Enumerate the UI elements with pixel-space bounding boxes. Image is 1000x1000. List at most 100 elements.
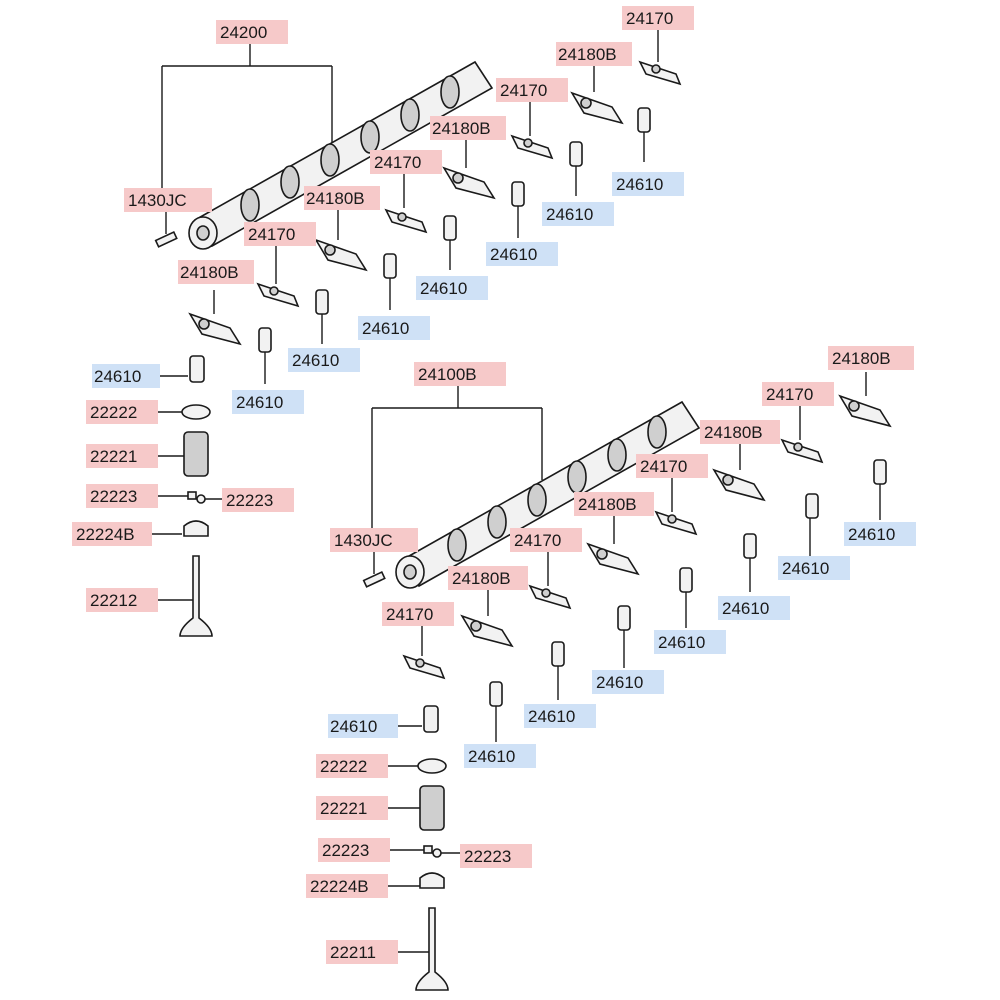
callout-rocker-arm-b: 24180B (828, 346, 914, 370)
callout-rocker-arm: 24170 (622, 6, 694, 30)
label-text: 22222 (90, 403, 137, 422)
label-text: 24610 (546, 205, 593, 224)
label-text: 24610 (490, 245, 537, 264)
label-text: 24610 (94, 367, 141, 386)
label-text: 24610 (330, 717, 377, 736)
callout-cotter: 22223 (460, 844, 532, 868)
label-text: 24610 (420, 279, 467, 298)
callout-lash-adjuster: 24610 (524, 704, 596, 728)
label-text: 24610 (782, 559, 829, 578)
valve-train-bottom (415, 758, 449, 991)
callout-camshaft-bottom: 24100B (414, 362, 506, 386)
label-text: 24610 (596, 673, 643, 692)
callout-rocker-arm: 24170 (636, 454, 708, 478)
callout-rocker-arm-b: 24180B (448, 566, 528, 590)
label-text: 1430JC (334, 531, 393, 550)
lash-adjusters-top (189, 107, 651, 383)
label-text: 24180B (578, 495, 637, 514)
callout-lash-adjuster: 24610 (92, 364, 160, 388)
label-text: 24170 (626, 9, 673, 28)
label-text: 22224B (310, 877, 369, 896)
callout-retainer: 22222 (86, 400, 158, 424)
callout-seal: 22224B (306, 874, 388, 898)
callout-rocker-arm-b: 24180B (556, 42, 632, 66)
leader-lines-top (150, 30, 659, 601)
callout-camshaft-top: 24200 (216, 20, 288, 44)
label-text: 24170 (640, 457, 687, 476)
callout-lash-adjuster: 24610 (654, 630, 726, 654)
label-text: 24610 (722, 599, 769, 618)
callout-lash-adjuster: 24610 (232, 390, 304, 414)
label-text: 22223 (90, 487, 137, 506)
label-text: 24610 (362, 319, 409, 338)
label-text: 22224B (76, 525, 135, 544)
callout-lash-adjuster: 24610 (328, 714, 398, 738)
callout-rocker-arm-b: 24180B (574, 492, 654, 516)
label-text: 24170 (500, 81, 547, 100)
callout-cotter: 22223 (318, 838, 390, 862)
label-text: 24610 (468, 747, 515, 766)
callout-lash-adjuster: 24610 (486, 242, 558, 266)
leader-lines-bottom (388, 372, 881, 953)
callout-lash-adjuster: 24610 (844, 522, 916, 546)
pin-bottom (362, 552, 386, 588)
callout-spring: 22221 (316, 796, 388, 820)
lash-adjusters-bottom (423, 459, 887, 733)
label-text: 24180B (832, 349, 891, 368)
callout-rocker-arm: 24170 (382, 602, 454, 626)
callout-lash-adjuster: 24610 (358, 316, 430, 340)
callout-rocker-arm-b: 24180B (700, 420, 780, 444)
callout-lash-adjuster: 24610 (288, 348, 360, 372)
callout-cotter: 22223 (222, 488, 294, 512)
callout-rocker-arm-b: 24180B (430, 116, 506, 140)
callout-lash-adjuster: 24610 (542, 202, 614, 226)
valve-train-top (179, 404, 213, 637)
callout-rocker-arm: 24170 (496, 78, 568, 102)
label-text: 24180B (452, 569, 511, 588)
callout-lash-adjuster: 24610 (416, 276, 488, 300)
callout-rocker-arm: 24170 (510, 528, 582, 552)
callout-rocker-arm-b: 24180B (304, 186, 380, 210)
callout-lash-adjuster: 24610 (778, 556, 850, 580)
callout-cotter: 22223 (86, 484, 158, 508)
label-text: 24180B (180, 263, 239, 282)
label-text: 24180B (432, 119, 491, 138)
camshaft-bottom (395, 400, 701, 589)
label-text: 24610 (848, 525, 895, 544)
callout-rocker-arm: 24170 (762, 382, 834, 406)
labels: 24200 1430JC 24170 24180B 24170 24180B 2… (72, 6, 916, 964)
label-text: 24100B (418, 365, 477, 384)
label-text: 24170 (386, 605, 433, 624)
label-text: 24180B (558, 45, 617, 64)
label-text: 22223 (226, 491, 273, 510)
callout-valve-exhaust: 22212 (86, 588, 158, 612)
callout-retainer: 22222 (316, 754, 388, 778)
label-text: 22221 (320, 799, 367, 818)
rocker-arms-bottom (402, 394, 892, 680)
label-text: 24180B (704, 423, 763, 442)
label-text: 24610 (236, 393, 283, 412)
label-text: 24200 (220, 23, 267, 42)
label-text: 24610 (528, 707, 575, 726)
callout-pin-top: 1430JC (124, 188, 212, 212)
callout-rocker-arm: 24170 (244, 222, 316, 246)
callout-seal: 22224B (72, 522, 152, 546)
label-text: 24170 (248, 225, 295, 244)
callout-lash-adjuster: 24610 (612, 172, 684, 196)
label-text: 22221 (90, 447, 137, 466)
callout-spring: 22221 (86, 444, 158, 468)
label-text: 24180B (306, 189, 365, 208)
label-text: 24170 (514, 531, 561, 550)
label-text: 22223 (322, 841, 369, 860)
label-text: 24610 (658, 633, 705, 652)
label-text: 1430JC (128, 191, 187, 210)
camshaft-bracket-top (161, 42, 333, 200)
camshaft-bracket-bottom (371, 386, 543, 548)
callout-rocker-arm: 24170 (370, 150, 442, 174)
label-text: 22212 (90, 591, 137, 610)
camshaft-top (188, 60, 494, 250)
label-text: 22211 (330, 943, 376, 962)
label-text: 24170 (766, 385, 813, 404)
callout-valve-intake: 22211 (326, 940, 398, 964)
